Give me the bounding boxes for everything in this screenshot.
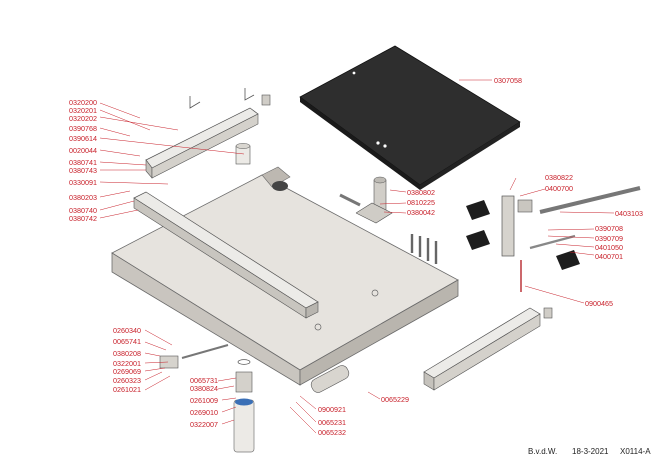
part-label: 0380743	[69, 166, 97, 175]
part-label: 0403103	[615, 209, 643, 218]
right-rail	[423, 307, 553, 391]
part-label: 0380208	[113, 349, 141, 358]
part-label: 0390708	[595, 224, 623, 233]
part-label: 0380741	[69, 158, 97, 167]
part-label: 0320202	[69, 114, 97, 123]
part-label: 0261021	[113, 385, 141, 394]
part-label: 0380203	[69, 193, 97, 202]
left-rail	[133, 191, 319, 319]
part-label: 0900465	[585, 299, 613, 308]
part-label: 0260340	[113, 326, 141, 335]
foot-parts	[159, 344, 350, 453]
part-label: 0330091	[69, 178, 97, 187]
part-label: 0065741	[113, 337, 141, 346]
part-label: 0380042	[407, 208, 435, 217]
part-labels: 0320200 0320201 0320202 0390768 0390614 …	[69, 76, 643, 437]
mat-plate	[299, 45, 521, 190]
part-label: 0260323	[113, 376, 141, 385]
part-label: 0320200	[69, 98, 97, 107]
drawing-number: X0114-A	[620, 447, 651, 456]
part-label: 0400701	[595, 252, 623, 261]
part-label: 0380822	[545, 173, 573, 182]
drawing-author: B.v.d.W.	[528, 447, 558, 456]
part-label: 0380742	[69, 214, 97, 223]
drawing-date: 18-3-2021	[572, 447, 609, 456]
part-label: 0810225	[407, 198, 435, 207]
part-label: 0401050	[595, 243, 623, 252]
part-label: 0065229	[381, 395, 409, 404]
part-label: 0390614	[69, 134, 97, 143]
leader-lines	[99, 79, 615, 434]
part-label: 0390709	[595, 234, 623, 243]
part-label: 0320201	[69, 106, 97, 115]
cylinder-0330091	[235, 143, 251, 165]
part-label: 0380824	[190, 384, 218, 393]
part-label: 0400700	[545, 184, 573, 193]
part-label: 0390768	[69, 124, 97, 133]
part-label: 0900921	[318, 405, 346, 414]
bolt-set	[410, 234, 438, 264]
part-label: 0065231	[318, 418, 346, 427]
upper-rail	[145, 88, 271, 179]
part-label: 0269069	[113, 367, 141, 376]
spring-bracket	[339, 176, 393, 224]
part-label: 0261009	[190, 396, 218, 405]
base-tray	[111, 166, 459, 386]
part-label: 0322001	[113, 359, 141, 368]
part-label: 0020044	[69, 146, 97, 155]
part-label: 0322007	[190, 420, 218, 429]
part-label: 0269010	[190, 408, 218, 417]
part-label: 0065232	[318, 428, 346, 437]
clamp-assembly	[466, 186, 641, 292]
part-label: 0307058	[494, 76, 522, 85]
part-label: 0065731	[190, 376, 218, 385]
part-label: 0380740	[69, 206, 97, 215]
part-label: 0380802	[407, 188, 435, 197]
